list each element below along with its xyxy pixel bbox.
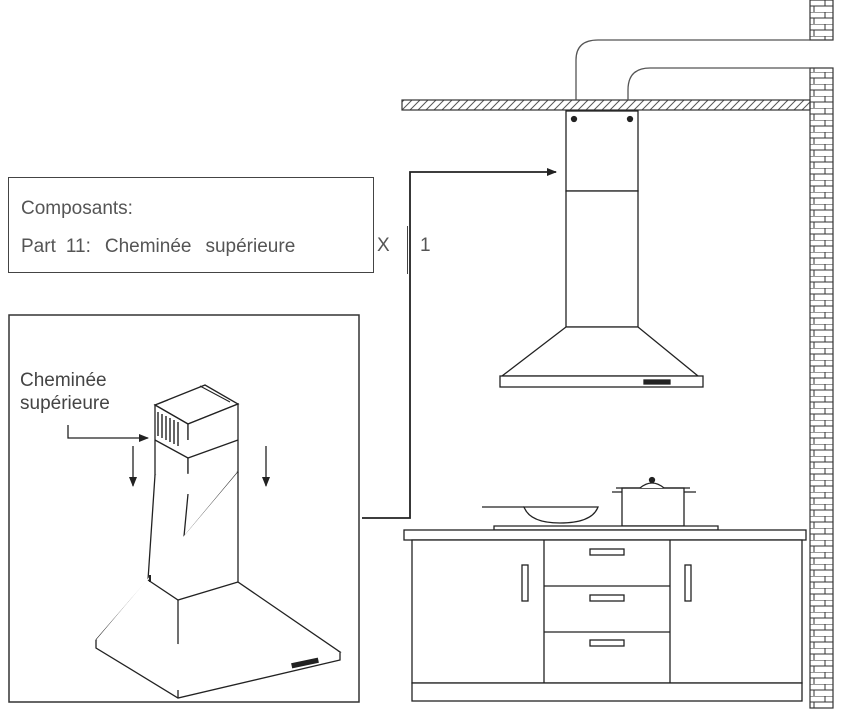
part-name-2: supérieure [205,236,296,257]
part-number: 11: [65,236,91,257]
components-heading: Composants: [21,198,133,219]
installed-hood [499,110,704,388]
quantity-mark: X [377,235,390,256]
quantity-value: 1 [420,235,431,256]
kitchen-counter [403,529,807,702]
detail-hood [95,384,342,699]
detail-arrows [67,425,270,487]
cookware [482,476,719,531]
part-name-1: Cheminée [104,236,192,257]
connector-arrow [362,168,557,519]
part-line: Part 11: Cheminée supérieure [21,236,295,258]
ceiling [401,99,811,111]
quantity-divider [407,226,408,274]
detail-label: Cheminée supérieure [20,369,110,415]
exhaust-ducts [575,39,810,100]
detail-label-line-2: supérieure [20,393,110,414]
detail-label-line-1: Cheminée [20,370,107,391]
part-prefix: Part [21,236,56,257]
detail-vent-grilles [157,412,179,446]
detail-box [8,314,360,703]
components-box: Composants: Part 11: Cheminée supérieure [8,177,374,273]
brick-wall [809,0,834,709]
